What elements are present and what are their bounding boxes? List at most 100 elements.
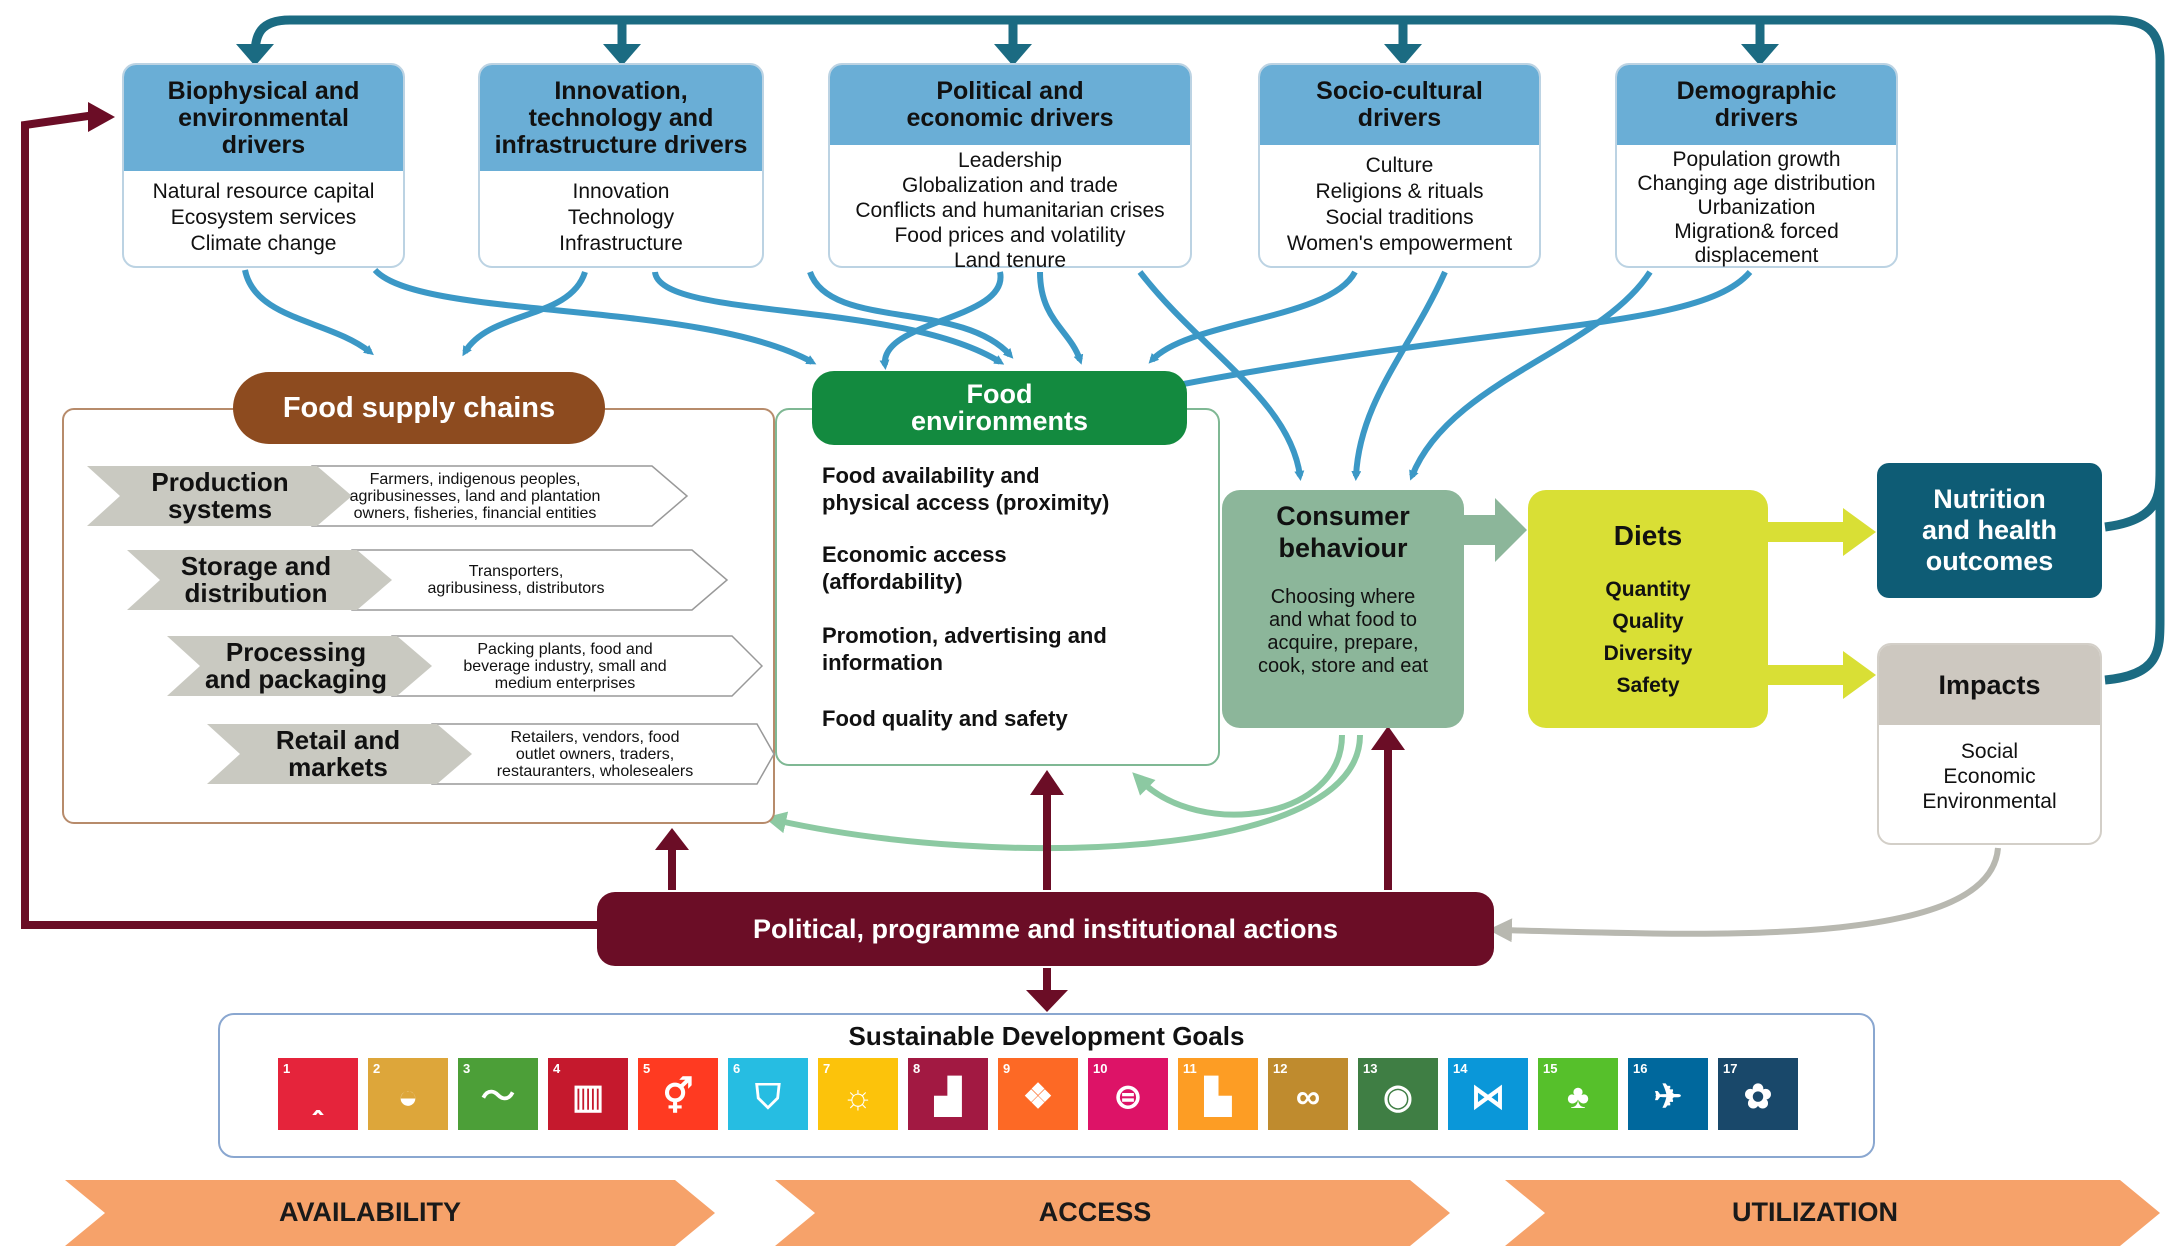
growth-chart-icon: ▟: [934, 1078, 962, 1116]
diets-title: Diets: [1613, 520, 1683, 551]
action-arrows: [21, 111, 1392, 995]
equality-icon: ⊜: [1113, 1078, 1143, 1116]
sdg-number: 16: [1633, 1061, 1648, 1076]
sdg-goal-13: 13 ◉: [1358, 1058, 1438, 1130]
tree-icon: ♣: [1566, 1078, 1590, 1116]
consumer-to-diets-arrow: [1458, 498, 1527, 562]
sdg-goal-15: 15 ♣: [1538, 1058, 1618, 1130]
fish-icon: ⋈: [1471, 1078, 1505, 1116]
water-icon: ⛉: [755, 1078, 781, 1116]
sdg-number: 2: [373, 1061, 381, 1076]
dove-icon: ✈: [1653, 1078, 1683, 1116]
feedback-arrowheads: [236, 44, 1779, 66]
feedback-loop-arrow: [250, 15, 2165, 685]
sdg-number: 13: [1363, 1061, 1378, 1076]
sdg-number: 8: [913, 1061, 921, 1076]
band-access: ACCESS: [1038, 1197, 1152, 1227]
sdg-number: 15: [1543, 1061, 1558, 1076]
sdg-title: Sustainable Development Goals: [848, 1021, 1245, 1051]
sdg-goal-10: 10 ⊜: [1088, 1058, 1168, 1130]
sdg-number: 5: [643, 1061, 651, 1076]
cubes-icon: ❖: [1022, 1078, 1054, 1116]
sun-icon: ☼: [842, 1078, 874, 1116]
stage-desc-production: Farmers, indigenous peoples,agribusiness…: [349, 470, 601, 522]
stage-desc-storage: Transporters,agribusiness, distributors: [427, 563, 605, 597]
sdg-number: 9: [1003, 1061, 1011, 1076]
sdg-goal-2: 2◒: [368, 1058, 448, 1130]
book-icon: ▥: [571, 1078, 605, 1116]
sdg-goal-7: 7☼: [818, 1058, 898, 1130]
city-icon: ▙: [1204, 1078, 1232, 1116]
sdg-goal-9: 9❖: [998, 1058, 1078, 1130]
heartbeat-icon: 〜: [481, 1078, 515, 1116]
infinity-icon: ∞: [1295, 1078, 1321, 1116]
supply-chain-chevrons: [87, 465, 775, 785]
bowl-icon: ◒: [397, 1078, 419, 1116]
sdg-number: 17: [1723, 1061, 1738, 1076]
pillar-bands: [65, 1180, 2160, 1246]
band-utilization: UTILIZATION: [1732, 1197, 1898, 1227]
driver-arrows: [242, 267, 1753, 481]
sdg-goal-16: 16 ✈: [1628, 1058, 1708, 1130]
people-icon: ꞈ: [312, 1078, 324, 1116]
sdg-number: 12: [1273, 1061, 1288, 1076]
impacts-feedback-arrow: [1488, 847, 2001, 943]
sdg-goal-6: 6⛉: [728, 1058, 808, 1130]
sdg-goal-4: 4▥: [548, 1058, 628, 1130]
sdg-number: 3: [463, 1061, 471, 1076]
supply-chains-title: Food supply chains: [233, 372, 605, 444]
diets-to-nutrition-arrow: [1767, 508, 1876, 556]
sdg-goal-11: 11 ▙: [1178, 1058, 1258, 1130]
sdg-number: 7: [823, 1061, 831, 1076]
flower-icon: ✿: [1743, 1078, 1773, 1116]
sdg-number: 10: [1093, 1061, 1108, 1076]
actions-bar: Political, programme and institutional a…: [597, 892, 1494, 966]
sdg-number: 6: [733, 1061, 741, 1076]
sdg-goal-8: 8▟: [908, 1058, 988, 1130]
impacts-title: Impacts: [1879, 645, 2100, 725]
consumer-feedback-arrows: [764, 734, 1363, 852]
sdg-number: 11: [1183, 1061, 1197, 1076]
band-availability: AVAILABILITY: [279, 1197, 461, 1227]
sdg-goal-12: 12 ∞: [1268, 1058, 1348, 1130]
sdg-number: 14: [1453, 1061, 1468, 1076]
sdg-number: 4: [553, 1061, 561, 1076]
eye-icon: ◉: [1383, 1078, 1413, 1116]
sdg-number: 1: [283, 1061, 291, 1076]
action-arrowheads: [88, 102, 1405, 1012]
sdg-goal-17: 17 ✿: [1718, 1058, 1798, 1130]
